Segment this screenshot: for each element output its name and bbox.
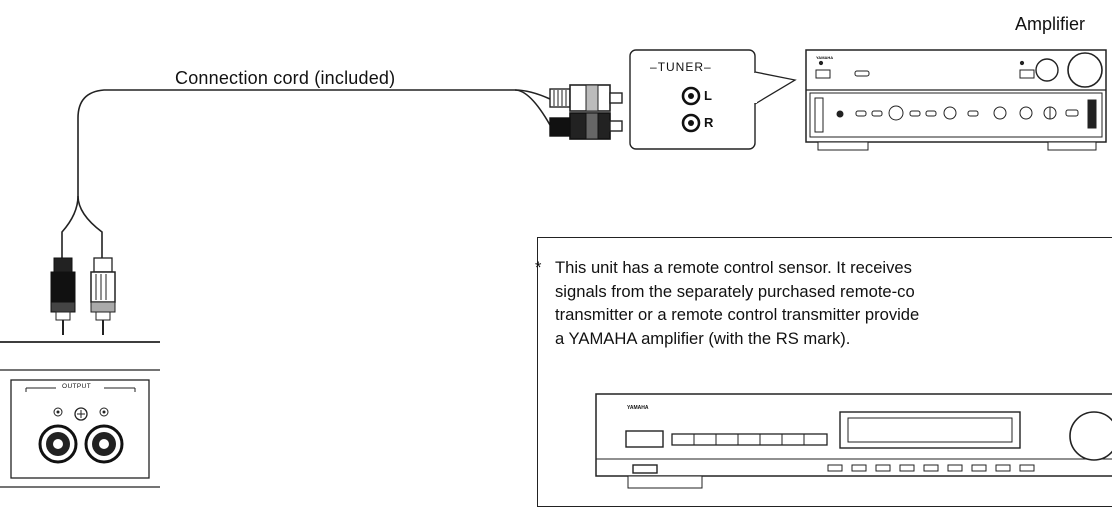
remote-sensor-note: * This unit has a remote control sensor.… bbox=[535, 256, 920, 350]
note-line: signals from the separately purchased re… bbox=[555, 281, 915, 301]
tuner-panel-title: –TUNER– bbox=[650, 60, 712, 74]
connection-cord bbox=[61, 89, 551, 258]
tuner-panel-title-dash-right: – bbox=[704, 60, 712, 74]
note-line: a YAMAHA amplifier (with the RS mark). bbox=[555, 328, 851, 348]
rca-plug-black-right bbox=[549, 112, 623, 140]
tuner-logo: YAMAHA bbox=[627, 405, 649, 411]
tuner-input-panel bbox=[629, 49, 797, 150]
rca-plug-black-left bbox=[50, 257, 76, 335]
amplifier-illustration bbox=[805, 49, 1107, 151]
amplifier-logo: YAMAHA bbox=[816, 55, 834, 60]
rca-plug-white-left bbox=[90, 257, 116, 335]
output-panel-title: OUTPUT bbox=[62, 383, 92, 390]
tuner-rear-outline bbox=[0, 341, 160, 488]
connection-cord-label: Connection cord (included) bbox=[175, 68, 396, 88]
tuner-panel-title-text: TUNER bbox=[657, 60, 705, 74]
note-marker: * bbox=[535, 258, 542, 277]
note-line: transmitter or a remote control transmit… bbox=[555, 305, 920, 324]
rca-plug-white-right bbox=[549, 84, 623, 112]
tuner-front-illustration bbox=[595, 393, 1112, 489]
connection-diagram bbox=[0, 49, 1112, 489]
tuner-panel-title-dash-left: – bbox=[650, 60, 658, 74]
amplifier-label: Amplifier bbox=[1015, 14, 1086, 34]
jack-left-label: L bbox=[704, 88, 712, 103]
output-panel bbox=[10, 379, 150, 479]
note-line: This unit has a remote control sensor. I… bbox=[555, 258, 912, 277]
jack-right-label: R bbox=[704, 115, 714, 130]
